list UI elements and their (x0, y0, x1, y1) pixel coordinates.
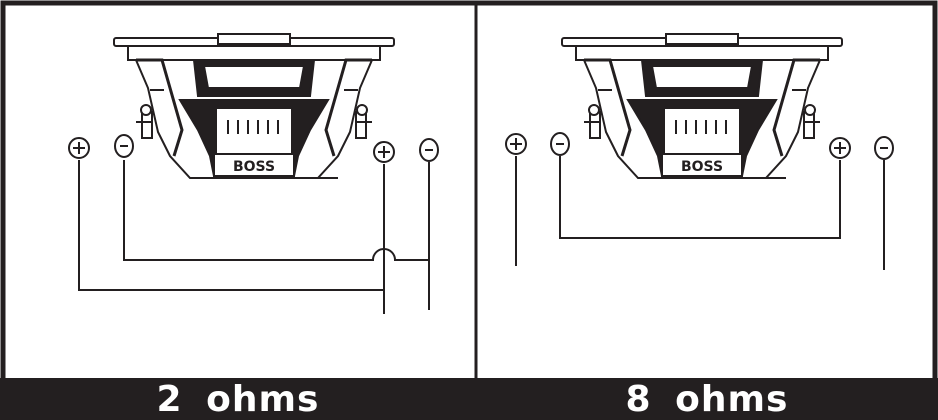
negative-terminal-icon (114, 134, 134, 158)
impedance-label: 2 ohms (0, 378, 476, 420)
panel-2-ohms: BOSS (0, 32, 476, 420)
subwoofer-illustration: BOSS (112, 32, 396, 180)
brand-logo: BOSS (233, 159, 275, 175)
negative-terminal-icon (874, 136, 894, 160)
positive-terminal-icon (373, 141, 395, 163)
subwoofer-illustration: BOSS (560, 32, 844, 180)
positive-terminal-icon (829, 137, 851, 159)
negative-terminal-icon (550, 132, 570, 156)
parallel-wiring (78, 160, 430, 314)
brand-logo: BOSS (681, 159, 723, 175)
negative-terminal-icon (419, 138, 439, 162)
series-wiring (515, 156, 885, 270)
panel-8-ohms: BOSS (476, 0, 938, 420)
positive-terminal-icon (68, 137, 90, 159)
panel-2-ohms-drawing: BOSS (68, 32, 439, 314)
impedance-label: 8 ohms (476, 378, 938, 420)
positive-terminal-icon (505, 133, 527, 155)
panel-8-ohms-drawing: BOSS (505, 32, 894, 270)
